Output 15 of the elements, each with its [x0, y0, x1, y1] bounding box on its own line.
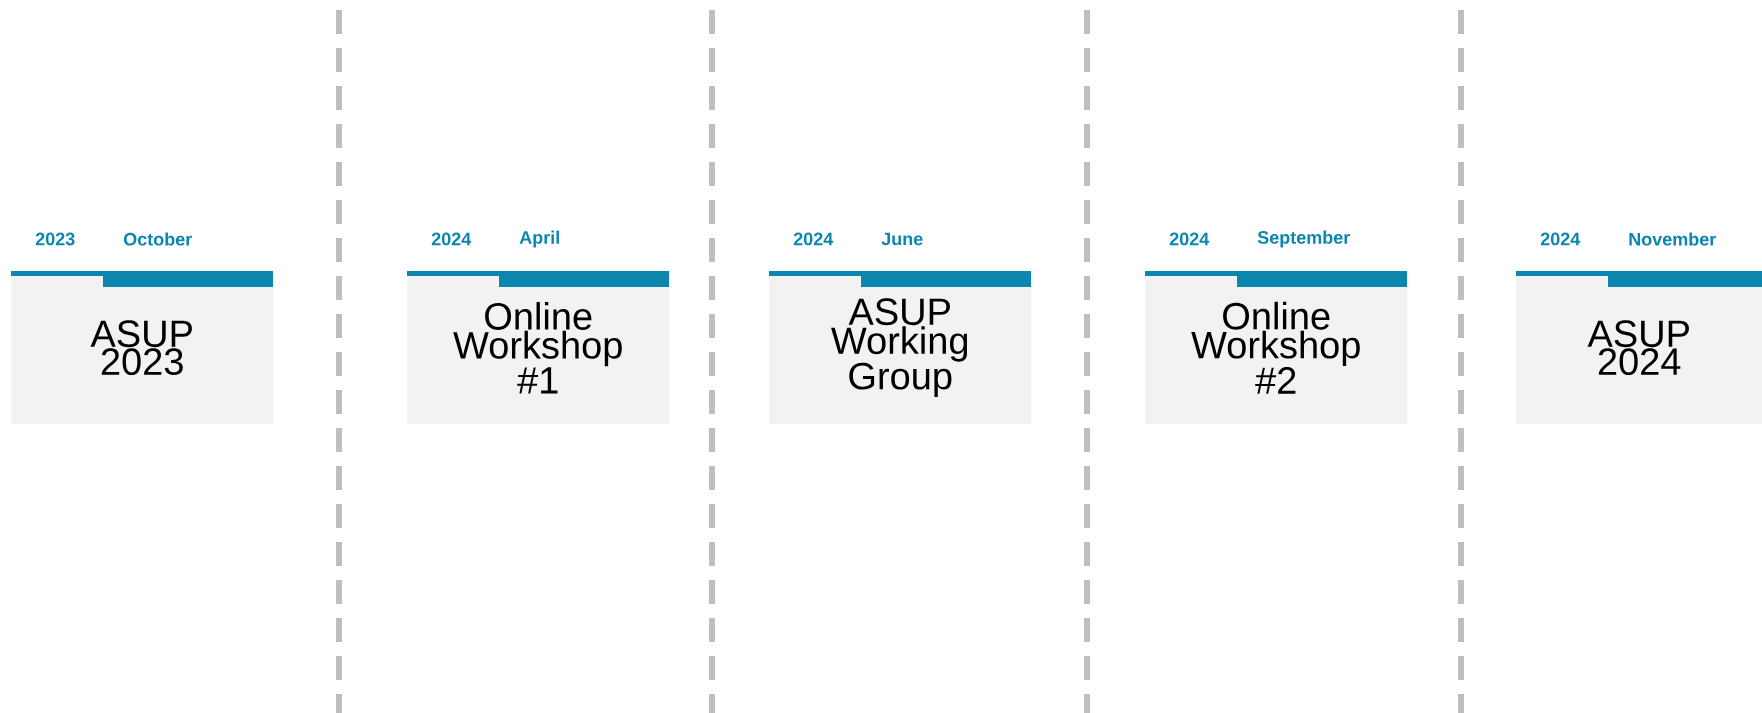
event-card: ASUP 2024 [1516, 271, 1762, 425]
event-card: Online Workshop #2 [1145, 271, 1408, 425]
date-label: 2023 [35, 232, 75, 246]
date-label: October [123, 232, 192, 246]
event-card: Online Workshop #1 [407, 271, 670, 425]
date-label: April [519, 230, 559, 248]
date-label: 2024 [1540, 232, 1581, 246]
date-label: 2024 [793, 232, 834, 246]
date-label: 2024 [431, 232, 472, 246]
date-label: September [1257, 230, 1350, 248]
date-label: June [881, 232, 923, 246]
event-card: ASUP Working Group [769, 271, 1032, 425]
date-label: 2024 [1169, 232, 1210, 246]
date-label: November [1629, 232, 1716, 246]
event-card: ASUP 2023 [11, 271, 274, 425]
